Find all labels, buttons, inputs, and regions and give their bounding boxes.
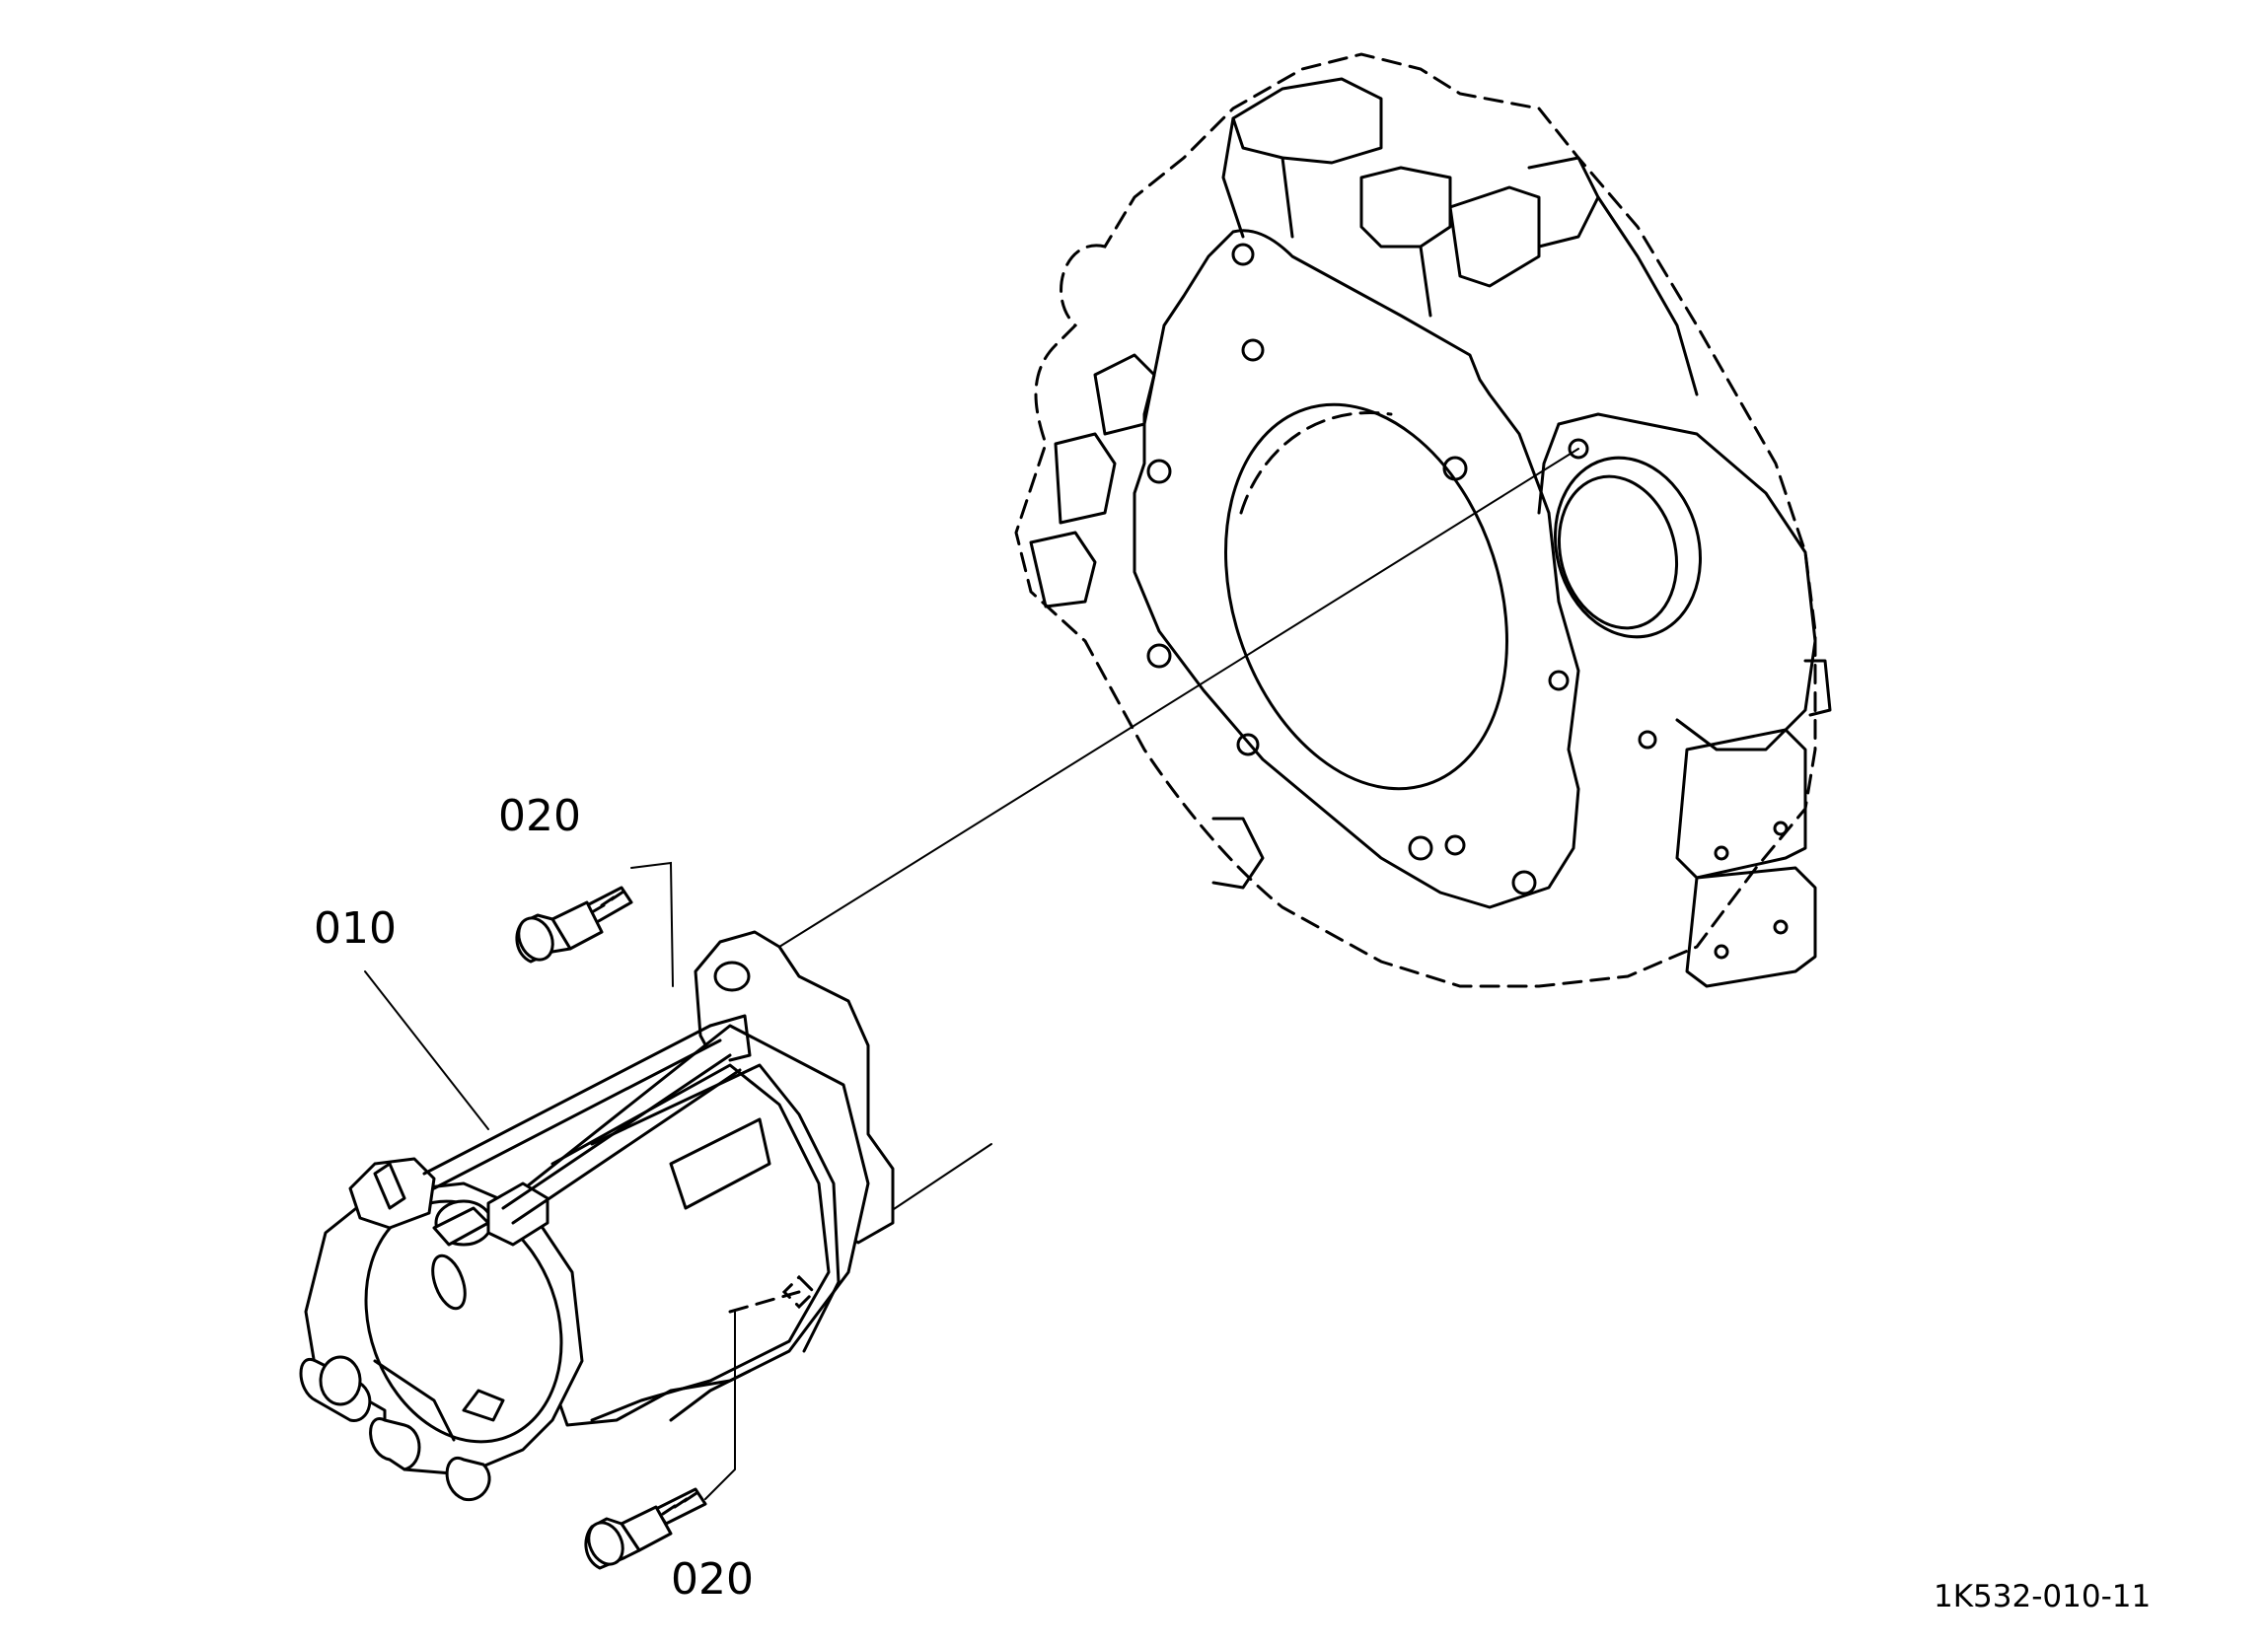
upper-bolt [515,886,633,964]
callout-020-upper: 020 [498,791,581,841]
flywheel-housing [1014,52,1832,988]
upper-bolt-leader [630,861,674,987]
lower-bolt [584,1487,707,1570]
starter-motor [299,930,992,1502]
lower-bolt-leader [704,1311,736,1500]
drawing-reference: 1K532-010-11 [1934,1579,2152,1614]
starter-leader [364,970,489,1130]
callout-010: 010 [314,903,397,954]
alignment-line [778,448,1579,948]
callout-020-lower: 020 [671,1554,754,1605]
